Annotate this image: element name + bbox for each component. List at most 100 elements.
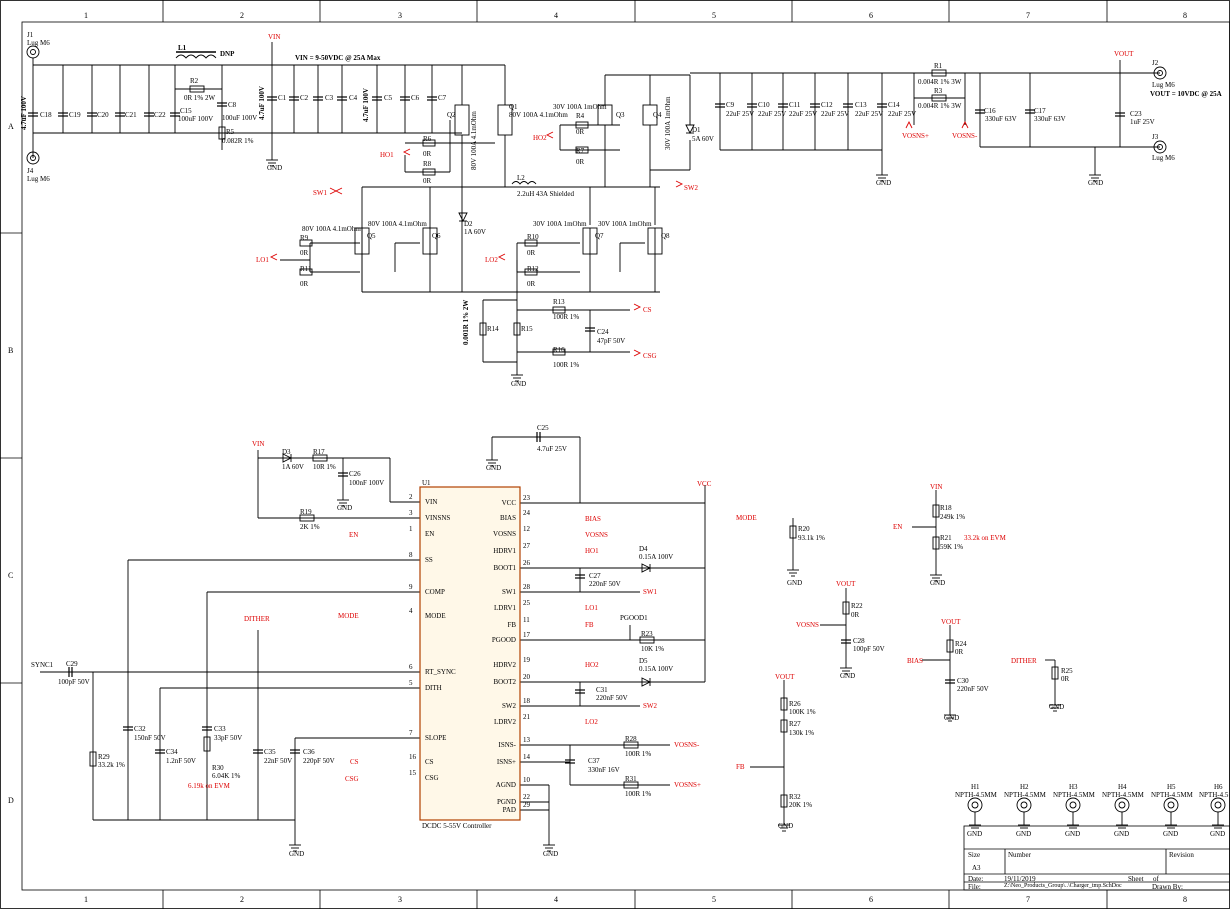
r31-ref: R31 xyxy=(625,775,637,783)
h6-value: NPTH-4.5 xyxy=(1199,791,1229,799)
ho1-port-2: HO1 xyxy=(585,547,599,555)
r17-value: 10R 1% xyxy=(313,463,336,471)
c1-ref: C1 xyxy=(278,94,287,102)
gnd-label-4: GND xyxy=(511,380,527,388)
q3-value: 30V 100A 1mOhm xyxy=(553,103,607,111)
r22-ref: R22 xyxy=(851,602,863,610)
c23-value: 1uF 25V xyxy=(1130,118,1155,126)
fb-port-2: FB xyxy=(736,763,745,771)
h4-value: NPTH-4.5MM xyxy=(1102,791,1144,799)
zone-col-7-bottom: 7 xyxy=(1026,895,1030,904)
c2-ref: C2 xyxy=(300,94,309,102)
h1-value: NPTH-4.5MM xyxy=(955,791,997,799)
c17-value: 330uF 63V xyxy=(1034,115,1066,123)
u1-pin-name: RT_SYNC xyxy=(425,668,456,676)
u1-pin-number: 9 xyxy=(409,583,413,591)
j2-value: Lug M6 xyxy=(1152,81,1175,89)
u1-pin-name: FB xyxy=(507,621,516,629)
gnd-label-8: GND xyxy=(289,850,305,858)
l2-value: 2.2uH 43A Shielded xyxy=(517,190,574,198)
c17-ref: C17 xyxy=(1034,107,1046,115)
bias-port: BIAS xyxy=(585,515,601,523)
l2-ref: L2 xyxy=(517,174,525,182)
u1-pin-number: 2 xyxy=(409,493,413,501)
r10-value: 0R xyxy=(527,249,536,257)
u1-pin-name: AGND xyxy=(495,781,516,789)
sw1-port-2: SW1 xyxy=(643,588,657,596)
u1-pin-name: VINSNS xyxy=(425,514,451,522)
r12-ref: R12 xyxy=(527,265,539,273)
r28-value: 100R 1% xyxy=(625,750,652,758)
c11-ref: C11 xyxy=(789,101,801,109)
gnd-label-6: GND xyxy=(486,464,502,472)
vout-net-label-2: VOUT xyxy=(836,580,856,588)
zone-col-3-bottom: 3 xyxy=(398,895,402,904)
d1-ref: D1 xyxy=(692,126,701,134)
u1-pin-name: BIAS xyxy=(500,514,516,522)
r3-ref: R3 xyxy=(934,87,943,95)
ho1-port: HO1 xyxy=(380,151,394,159)
u1-pin-number: 15 xyxy=(409,769,416,777)
u1-pin-number: 26 xyxy=(523,559,530,567)
u1-pin-number: 18 xyxy=(523,697,530,705)
q1-value: 80V 100A 4.1mOhm xyxy=(509,111,568,119)
u1-pin-name: VIN xyxy=(425,498,438,506)
vosns-minus-port-2: VOSNS- xyxy=(674,741,700,749)
title-sheet-label: Sheet xyxy=(1128,875,1144,883)
c24-value: 47pF 50V xyxy=(597,337,626,345)
c14-ref: C14 xyxy=(888,101,900,109)
q3-ref: Q3 xyxy=(616,111,625,119)
zone-col-4-bottom: 4 xyxy=(554,895,558,904)
c18-ref: C18 xyxy=(40,111,52,119)
mode-port: MODE xyxy=(338,612,359,620)
c5-ref: C5 xyxy=(384,94,393,102)
mode-port-2: MODE xyxy=(736,514,757,522)
q2-value: 80V 100A 4.1mOhm xyxy=(470,111,478,170)
h6-ref: H6 xyxy=(1214,783,1223,791)
c32-value: 150nF 50V xyxy=(134,734,166,742)
c1-value: 4.7uF 100V xyxy=(258,86,266,120)
cs-port: CS xyxy=(643,306,652,314)
c10-ref: C10 xyxy=(758,101,770,109)
r11-ref: R11 xyxy=(300,265,312,273)
c11-value: 22uF 25V xyxy=(789,110,818,118)
pgood1-label: PGOOD1 xyxy=(620,614,648,622)
u1-pin-number: 19 xyxy=(523,656,530,664)
c6-ref: C6 xyxy=(411,94,420,102)
c14-value: 22uF 25V xyxy=(888,110,917,118)
u1-pin-number: 8 xyxy=(409,551,413,559)
r25-ref: R25 xyxy=(1061,667,1073,675)
c15-ref: C15 xyxy=(180,107,192,115)
r20-ref: R20 xyxy=(798,525,810,533)
sw2-port: SW2 xyxy=(684,184,698,192)
c16-value: 330uF 63V xyxy=(985,115,1017,123)
u1-pin-number: 16 xyxy=(409,753,416,761)
r30-value: 6.04K 1% xyxy=(212,772,241,780)
c24-ref: C24 xyxy=(597,328,609,336)
r16-ref: R16 xyxy=(553,346,565,354)
sw2-port-2: SW2 xyxy=(643,702,657,710)
j4-value: Lug M6 xyxy=(27,175,50,183)
q5-value: 80V 100A 4.1mOhm xyxy=(302,225,361,233)
u1-pin-name: SLOPE xyxy=(425,734,447,742)
zone-col-2-bottom: 2 xyxy=(240,895,244,904)
q2-ref: Q2 xyxy=(447,111,456,119)
zone-col-4: 4 xyxy=(554,11,558,20)
c30-ref: C30 xyxy=(957,677,969,685)
q6-value: 80V 100A 4.1mOhm xyxy=(368,220,427,228)
r18-ref: R18 xyxy=(940,504,952,512)
u1-pin-name: PAD xyxy=(502,806,516,814)
r21-value: 59K 1% xyxy=(940,543,964,551)
fb-port: FB xyxy=(585,621,594,629)
d4-ref: D4 xyxy=(639,545,648,553)
zone-col-8: 8 xyxy=(1183,11,1187,20)
r1-ref: R1 xyxy=(934,62,943,70)
r13-ref: R13 xyxy=(553,298,565,306)
u1-pin-number: 28 xyxy=(523,583,530,591)
vout-net-label-4: VOUT xyxy=(775,673,795,681)
h6-gnd: GND xyxy=(1210,830,1226,838)
r32-ref: R32 xyxy=(789,793,801,801)
zone-col-5-bottom: 5 xyxy=(712,895,716,904)
r9-ref: R9 xyxy=(300,234,309,242)
c4-value: 4.7uF 100V xyxy=(362,88,370,122)
